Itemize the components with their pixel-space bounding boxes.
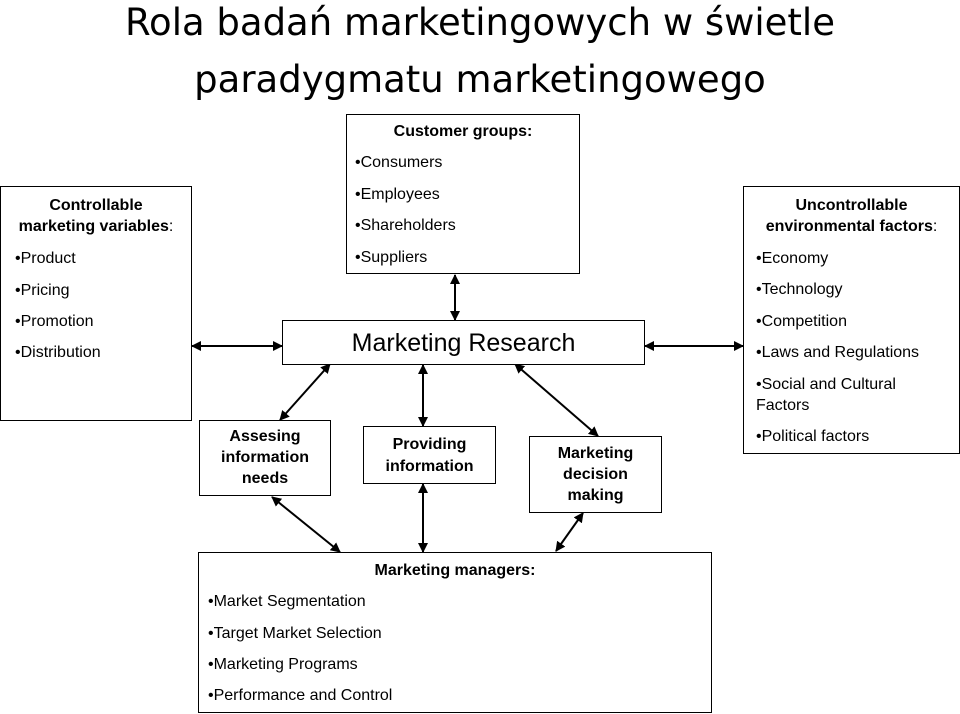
decision-line-2: decision [563,466,628,483]
customer-group-item: •Employees [355,186,440,203]
controllable-item: •Promotion [15,313,94,330]
providing-information-box: Providing information [363,426,496,484]
managers-item: •Market Segmentation [208,593,366,610]
uncontrollable-item: •Political factors [756,428,870,445]
customer-group-item: •Shareholders [355,217,456,234]
managers-item: •Performance and Control [208,687,393,704]
decision-making-box: Marketing decision making [529,436,662,513]
customer-group-item: •Consumers [355,154,443,171]
assesing-line-1: Assesing [229,428,301,445]
marketing-research-label: Marketing Research [351,329,576,357]
managers-item: •Marketing Programs [208,656,358,673]
controllable-item: •Pricing [15,282,70,299]
decision-line-1: Marketing [557,445,634,462]
uncontrollable-item: •Social and Cultural [756,376,896,393]
marketing-managers-box: Marketing managers: •Market Segmentation… [198,552,712,713]
controllable-heading-line-1: Controllable [49,197,143,214]
controllable-heading-line-2: marketing variables: [18,218,174,235]
marketing-research-box: Marketing Research [282,320,645,365]
managers-item: •Target Market Selection [208,625,382,642]
assesing-information-box: Assesing information needs [199,420,331,496]
arrow-research-assesing [279,363,331,421]
customer-groups-heading: Customer groups: [393,123,533,140]
controllable-variables-box: Controllable marketing variables: •Produ… [0,186,192,421]
uncontrollable-item: •Economy [756,250,829,267]
customer-groups-box: Customer groups: •Consumers •Employees •… [346,114,580,274]
assesing-line-3: needs [241,470,289,487]
page-title-line-1: Rola badań marketingowych w świetle [125,1,835,44]
controllable-item: •Distribution [15,344,101,361]
providing-line-1: Providing [392,436,467,453]
decision-line-3: making [567,487,624,504]
uncontrollable-item: •Competition [756,313,847,330]
arrow-decision-managers [555,512,584,552]
arrow-research-decision [514,363,599,437]
uncontrollable-heading-line-2: environmental factors: [765,218,938,235]
uncontrollable-item: •Laws and Regulations [756,344,920,361]
marketing-managers-heading: Marketing managers: [374,562,536,579]
uncontrollable-item-continued: Factors [756,397,810,414]
uncontrollable-heading-line-1: Uncontrollable [795,197,908,214]
uncontrollable-item: •Technology [756,281,843,298]
providing-line-2: information [385,458,474,475]
customer-group-item: •Suppliers [355,249,428,266]
assesing-line-2: information [221,449,309,466]
page-title-line-2: paradygmatu marketingowego [194,58,766,101]
uncontrollable-factors-box: Uncontrollable environmental factors: •E… [743,186,960,454]
arrow-assesing-managers [271,496,341,553]
controllable-item: •Product [15,250,76,267]
